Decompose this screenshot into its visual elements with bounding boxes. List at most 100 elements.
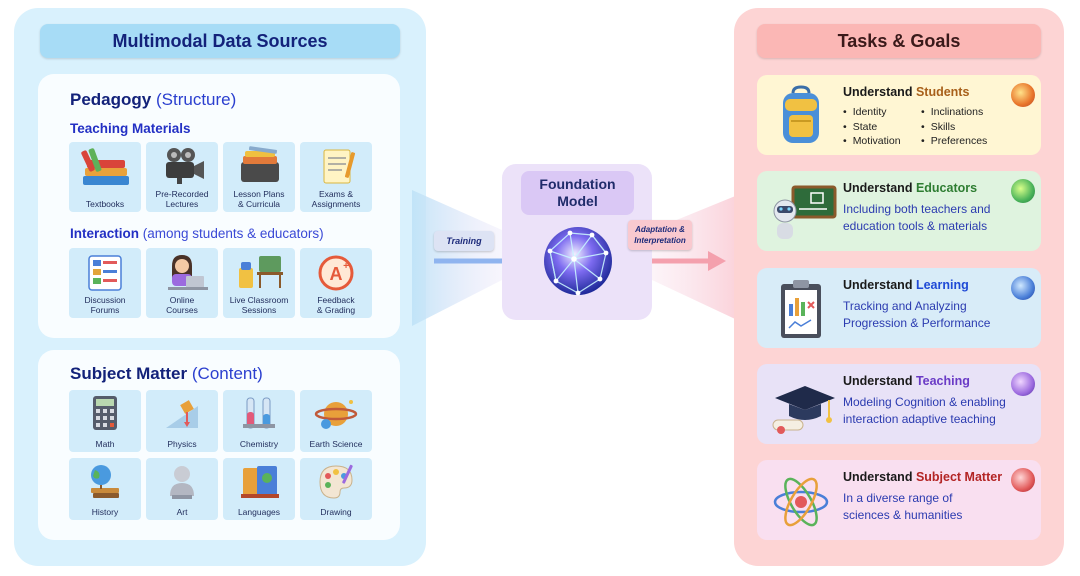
task-description: Including both teachers and education to… [843, 202, 991, 233]
list-item: Identity [843, 105, 921, 120]
task-description: Modeling Cognition & enabling interactio… [843, 395, 1006, 426]
task-understand-learning: Understand Learning Tracking and Analyzi… [757, 268, 1041, 348]
subject-matter-orb-icon [1011, 468, 1035, 492]
tile-art: Art [146, 458, 218, 520]
training-tag: Training [434, 231, 494, 251]
language-books-icon [241, 466, 279, 498]
data-sources-title: Multimodal Data Sources [40, 24, 400, 58]
svg-text:+: + [343, 261, 349, 272]
task-description: In a diverse range of sciences & humanit… [843, 491, 963, 522]
task-understand-subject-matter: Understand Subject Matter In a diverse r… [757, 460, 1041, 540]
learning-orb-icon [1011, 276, 1035, 300]
chemistry-icon [243, 397, 275, 429]
tile-label: History [91, 507, 119, 517]
tile-label: Lesson Plans & Curricula [233, 189, 285, 209]
forum-icon [88, 255, 122, 291]
tile-feedback-grading: A + Feedback & Grading [300, 248, 372, 318]
video-camera-icon [166, 148, 204, 184]
tile-drawing: Drawing [300, 458, 372, 520]
palette-icon [319, 464, 353, 499]
classroom-icon [239, 256, 283, 288]
task-title: Understand Learning [843, 278, 969, 292]
training-beam [412, 190, 502, 326]
tile-history: History [69, 458, 141, 520]
tile-label: Feedback & Grading [316, 295, 356, 315]
list-item: Preferences [921, 134, 1011, 149]
tile-online-courses: Online Courses [146, 248, 218, 318]
graduation-cap-icon [772, 386, 835, 434]
pedagogy-title: Pedagogy [70, 90, 152, 109]
educators-orb-icon [1011, 179, 1035, 203]
tile-label: Drawing [320, 507, 352, 517]
tile-lesson-plans: Lesson Plans & Curricula [223, 142, 295, 212]
tile-label: Exams & Assignments [311, 189, 361, 209]
subject-matter-subtitle: (Content) [191, 364, 263, 383]
backpack-icon [783, 85, 819, 143]
list-item: Skills [921, 120, 1011, 135]
clipboard-chart-icon [781, 280, 821, 338]
tile-label: Languages [237, 507, 281, 517]
task-title: Understand Teaching [843, 374, 970, 388]
tile-textbooks: Textbooks [69, 142, 141, 212]
tile-label: Art [176, 507, 188, 517]
online-course-icon [168, 255, 208, 290]
list-item: Inclinations [921, 105, 1011, 120]
tile-pre-recorded-lectures: Pre-Recorded Lectures [146, 142, 218, 212]
exam-paper-icon [323, 149, 356, 184]
network-sphere-icon [544, 227, 612, 296]
task-subject: Learning [915, 278, 969, 292]
tile-label: Discussion Forums [84, 295, 126, 315]
tile-discussion-forums: Discussion Forums [69, 248, 141, 318]
tile-exams: Exams & Assignments [300, 142, 372, 212]
tile-chemistry: Chemistry [223, 390, 295, 452]
task-subject: Teaching [915, 374, 970, 388]
students-orb-icon [1011, 83, 1035, 107]
task-understand-educators: Understand Educators Including both teac… [757, 171, 1041, 251]
tile-label: Physics [167, 439, 197, 449]
planet-icon [314, 400, 358, 429]
interaction-title: Interaction [70, 226, 140, 241]
task-prefix: Understand [843, 85, 913, 99]
bust-icon [170, 466, 194, 499]
foundation-model-label: Foundation Model [521, 171, 634, 215]
physics-icon [166, 400, 198, 428]
task-title: Understand Students [843, 85, 969, 99]
tile-live-classroom: Live Classroom Sessions [223, 248, 295, 318]
tile-math: Math [69, 390, 141, 452]
robot-teacher-icon [773, 185, 837, 239]
tile-label: Chemistry [239, 439, 279, 449]
tile-label: Live Classroom Sessions [229, 295, 289, 315]
task-title: Understand Subject Matter [843, 470, 1002, 484]
subject-matter-title: Subject Matter [70, 364, 188, 383]
teaching-orb-icon [1011, 372, 1035, 396]
calculator-icon [93, 396, 117, 430]
list-item: Motivation [843, 134, 921, 149]
tile-label: Pre-Recorded Lectures [155, 189, 209, 209]
task-prefix: Understand [843, 470, 913, 484]
books-icon [81, 148, 129, 185]
globe-icon [91, 465, 119, 498]
svg-text:A: A [330, 264, 343, 284]
tile-label: Earth Science [309, 439, 363, 449]
student-attributes-list: Identity Inclinations State Skills Motiv… [843, 105, 1011, 149]
tile-languages: Languages [223, 458, 295, 520]
pedagogy-subtitle: (Structure) [155, 90, 237, 109]
lesson-plan-icon [241, 146, 279, 182]
task-subject: Students [915, 85, 970, 99]
task-understand-teaching: Understand Teaching Modeling Cognition &… [757, 364, 1041, 444]
task-prefix: Understand [843, 181, 913, 195]
task-prefix: Understand [843, 374, 913, 388]
task-title: Understand Educators [843, 181, 977, 195]
grade-icon: A + [318, 255, 354, 291]
tasks-goals-title: Tasks & Goals [757, 24, 1041, 58]
atom-icon [773, 477, 829, 527]
tile-label: Online Courses [166, 295, 198, 315]
pedagogy-heading: Pedagogy (Structure) [70, 90, 236, 110]
task-prefix: Understand [843, 278, 913, 292]
tile-earth-science: Earth Science [300, 390, 372, 452]
interaction-heading: Interaction (among students & educators) [70, 226, 324, 241]
list-item: State [843, 120, 921, 135]
interaction-subtitle: (among students & educators) [142, 226, 324, 241]
subject-matter-heading: Subject Matter (Content) [70, 364, 263, 384]
task-subject: Educators [915, 181, 978, 195]
